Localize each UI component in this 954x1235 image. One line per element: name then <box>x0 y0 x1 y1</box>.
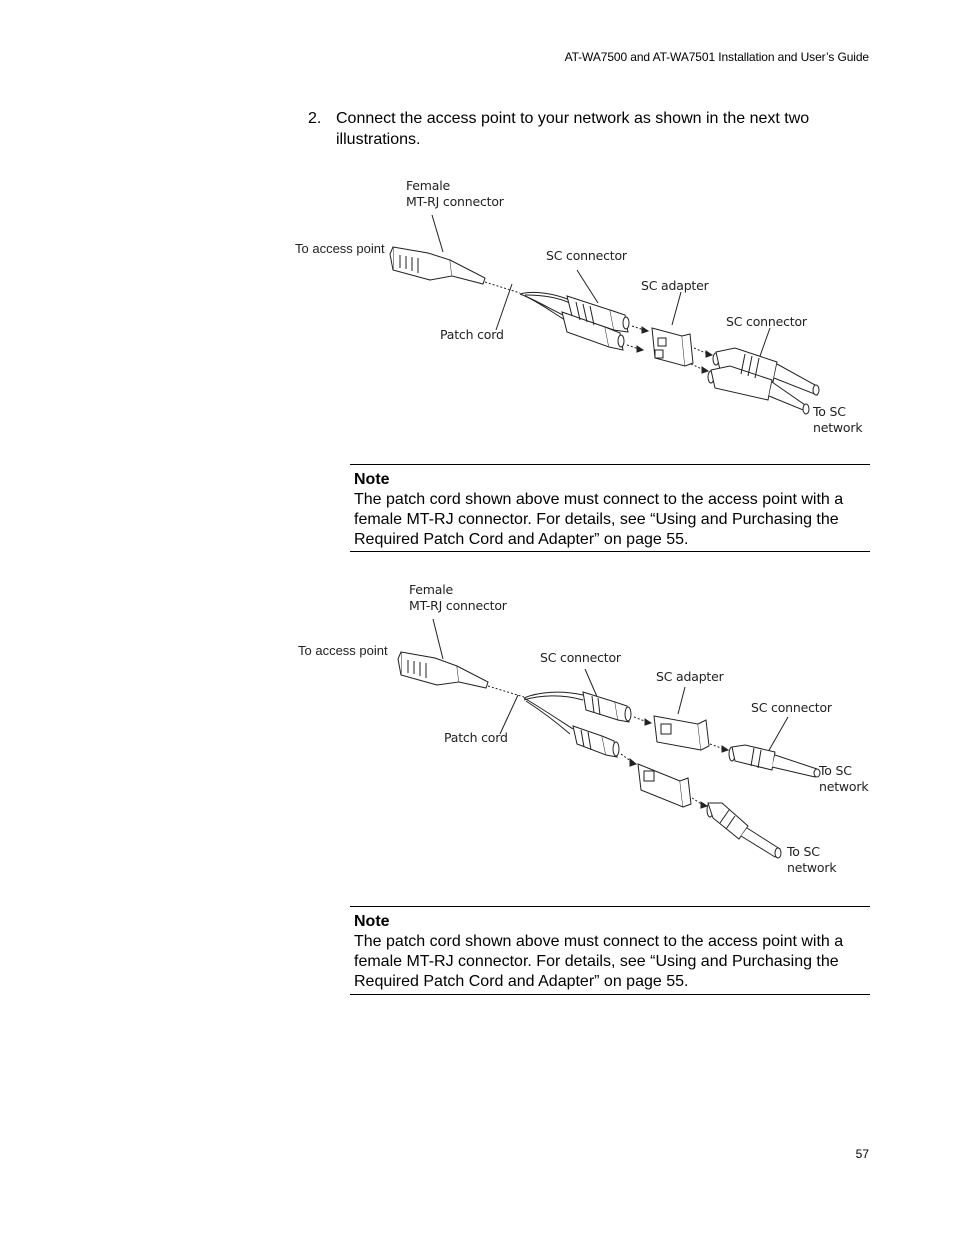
note-body: The patch cord shown above must connect … <box>354 491 844 548</box>
label-patch-cord: Patch cord <box>440 327 504 342</box>
mtrj-connector-shape <box>389 246 486 285</box>
sc-connector-right-upper <box>728 744 821 778</box>
label-to-access-point: To access point <box>298 643 388 658</box>
sc-adapter-shape <box>651 327 694 367</box>
leader-patch-cord <box>499 694 519 735</box>
mtrj-connector-shape <box>397 651 489 689</box>
page-number: 57 <box>855 1147 869 1161</box>
label-female-mtrj: Female MT-RJ connector <box>406 178 504 209</box>
sc-connector-upper <box>582 691 632 723</box>
note-1: Note The patch cord shown above must con… <box>350 464 870 552</box>
note-title: Note <box>354 913 390 930</box>
leader-patch-cord <box>495 283 513 331</box>
sc-connector-pair-1 <box>561 295 630 351</box>
figure-duplex-sc-connection: Female MT-RJ connector To access point S… <box>280 170 880 450</box>
leader-sc-connector-2 <box>767 716 789 753</box>
leader-sc-adapter <box>677 686 686 715</box>
leader-female <box>432 618 444 660</box>
sc-connector-pair-2 <box>707 347 820 415</box>
step-number: 2. <box>308 110 322 127</box>
note-2: Note The patch cord shown above must con… <box>350 906 870 995</box>
label-to-sc-network: To SC network <box>813 404 863 435</box>
sc-connector-right-lower <box>706 802 782 859</box>
label-sc-adapter: SC adapter <box>656 669 724 684</box>
label-sc-connector-1: SC connector <box>540 650 621 665</box>
step-text: Connect the access point to your network… <box>336 110 810 148</box>
note-body: The patch cord shown above must connect … <box>354 933 844 990</box>
leader-sc-adapter <box>671 291 682 326</box>
leader-sc-connector-1 <box>584 668 599 700</box>
label-sc-adapter: SC adapter <box>641 278 709 293</box>
sc-adapter-upper <box>653 715 710 751</box>
label-female-mtrj: Female MT-RJ connector <box>409 582 507 613</box>
running-header: AT-WA7500 and AT-WA7501 Installation and… <box>564 50 870 64</box>
label-to-access-point: To access point <box>295 241 385 256</box>
split-connection-drawing <box>397 618 821 859</box>
leader-female <box>431 214 444 253</box>
figure-split-sc-connection: Female MT-RJ connector To access point S… <box>280 574 880 894</box>
sc-adapter-lower <box>637 763 692 808</box>
label-sc-connector-2: SC connector <box>751 700 832 715</box>
label-sc-connector-2: SC connector <box>726 314 807 329</box>
label-to-sc-network-1: To SC network <box>819 763 869 794</box>
label-patch-cord: Patch cord <box>444 730 508 745</box>
note-title: Note <box>354 471 390 488</box>
leader-sc-connector-1 <box>576 269 599 304</box>
label-sc-connector-1: SC connector <box>546 248 627 263</box>
label-to-sc-network-2: To SC network <box>787 844 837 875</box>
sc-connector-lower <box>572 725 620 758</box>
duplex-connection-drawing <box>389 214 820 415</box>
